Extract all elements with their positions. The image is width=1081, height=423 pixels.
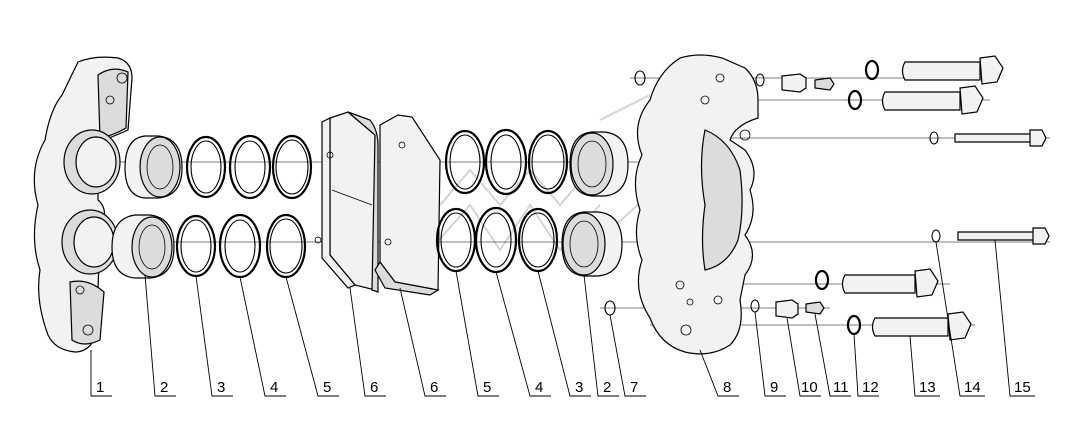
callout-7: 7 <box>630 379 638 396</box>
callout-9: 9 <box>770 379 778 396</box>
callout-3b: 3 <box>575 379 583 396</box>
callout-labels: 1 2 3 4 5 6 6 5 4 3 2 7 8 9 10 11 12 13 … <box>96 379 1031 396</box>
callout-1: 1 <box>96 379 104 396</box>
callout-5: 5 <box>323 379 331 396</box>
callout-10: 10 <box>801 379 818 396</box>
callout-11: 11 <box>833 379 849 396</box>
callout-2: 2 <box>160 379 168 396</box>
callout-8: 8 <box>723 379 731 396</box>
callout-2b: 2 <box>603 379 611 396</box>
callout-12: 12 <box>862 379 879 396</box>
callout-6b: 6 <box>430 379 438 396</box>
leader-lines <box>90 239 1035 397</box>
callout-14: 14 <box>964 379 981 396</box>
callout-13: 13 <box>919 379 936 396</box>
left-brake-pad <box>314 111 379 293</box>
right-brake-pad <box>374 114 441 296</box>
callout-4: 4 <box>270 379 278 396</box>
left-pistons <box>111 135 183 279</box>
bleeder-caps <box>805 77 835 315</box>
right-caliper-housing <box>634 54 759 355</box>
callout-6: 6 <box>370 379 378 396</box>
small-washers-14 <box>929 131 941 243</box>
bleeder-screws <box>775 73 807 319</box>
left-caliper-housing <box>33 56 133 353</box>
right-pistons <box>561 131 629 277</box>
callout-4b: 4 <box>535 379 543 396</box>
hex-bolts <box>841 55 1004 341</box>
callout-15: 15 <box>1014 379 1031 396</box>
callout-5b: 5 <box>483 379 491 396</box>
callout-3: 3 <box>217 379 225 396</box>
left-seal-rings <box>175 134 313 279</box>
right-seal-rings <box>435 128 569 274</box>
long-bolts <box>954 129 1050 245</box>
